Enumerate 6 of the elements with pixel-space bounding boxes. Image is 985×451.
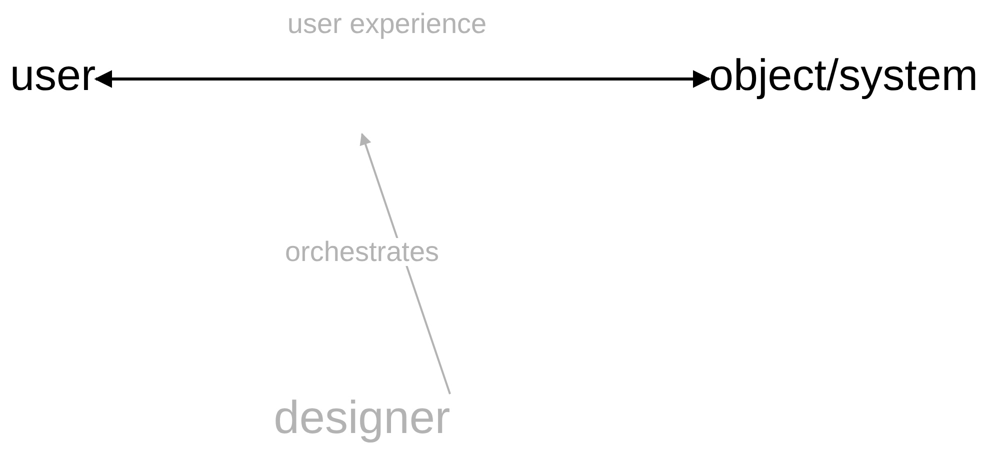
arrow [94, 70, 711, 88]
node-label: designer [274, 394, 450, 440]
node-label: user [10, 54, 96, 98]
arrow [360, 132, 451, 394]
node-label: object/system [709, 54, 978, 98]
edge-label: user experience [287, 10, 487, 38]
